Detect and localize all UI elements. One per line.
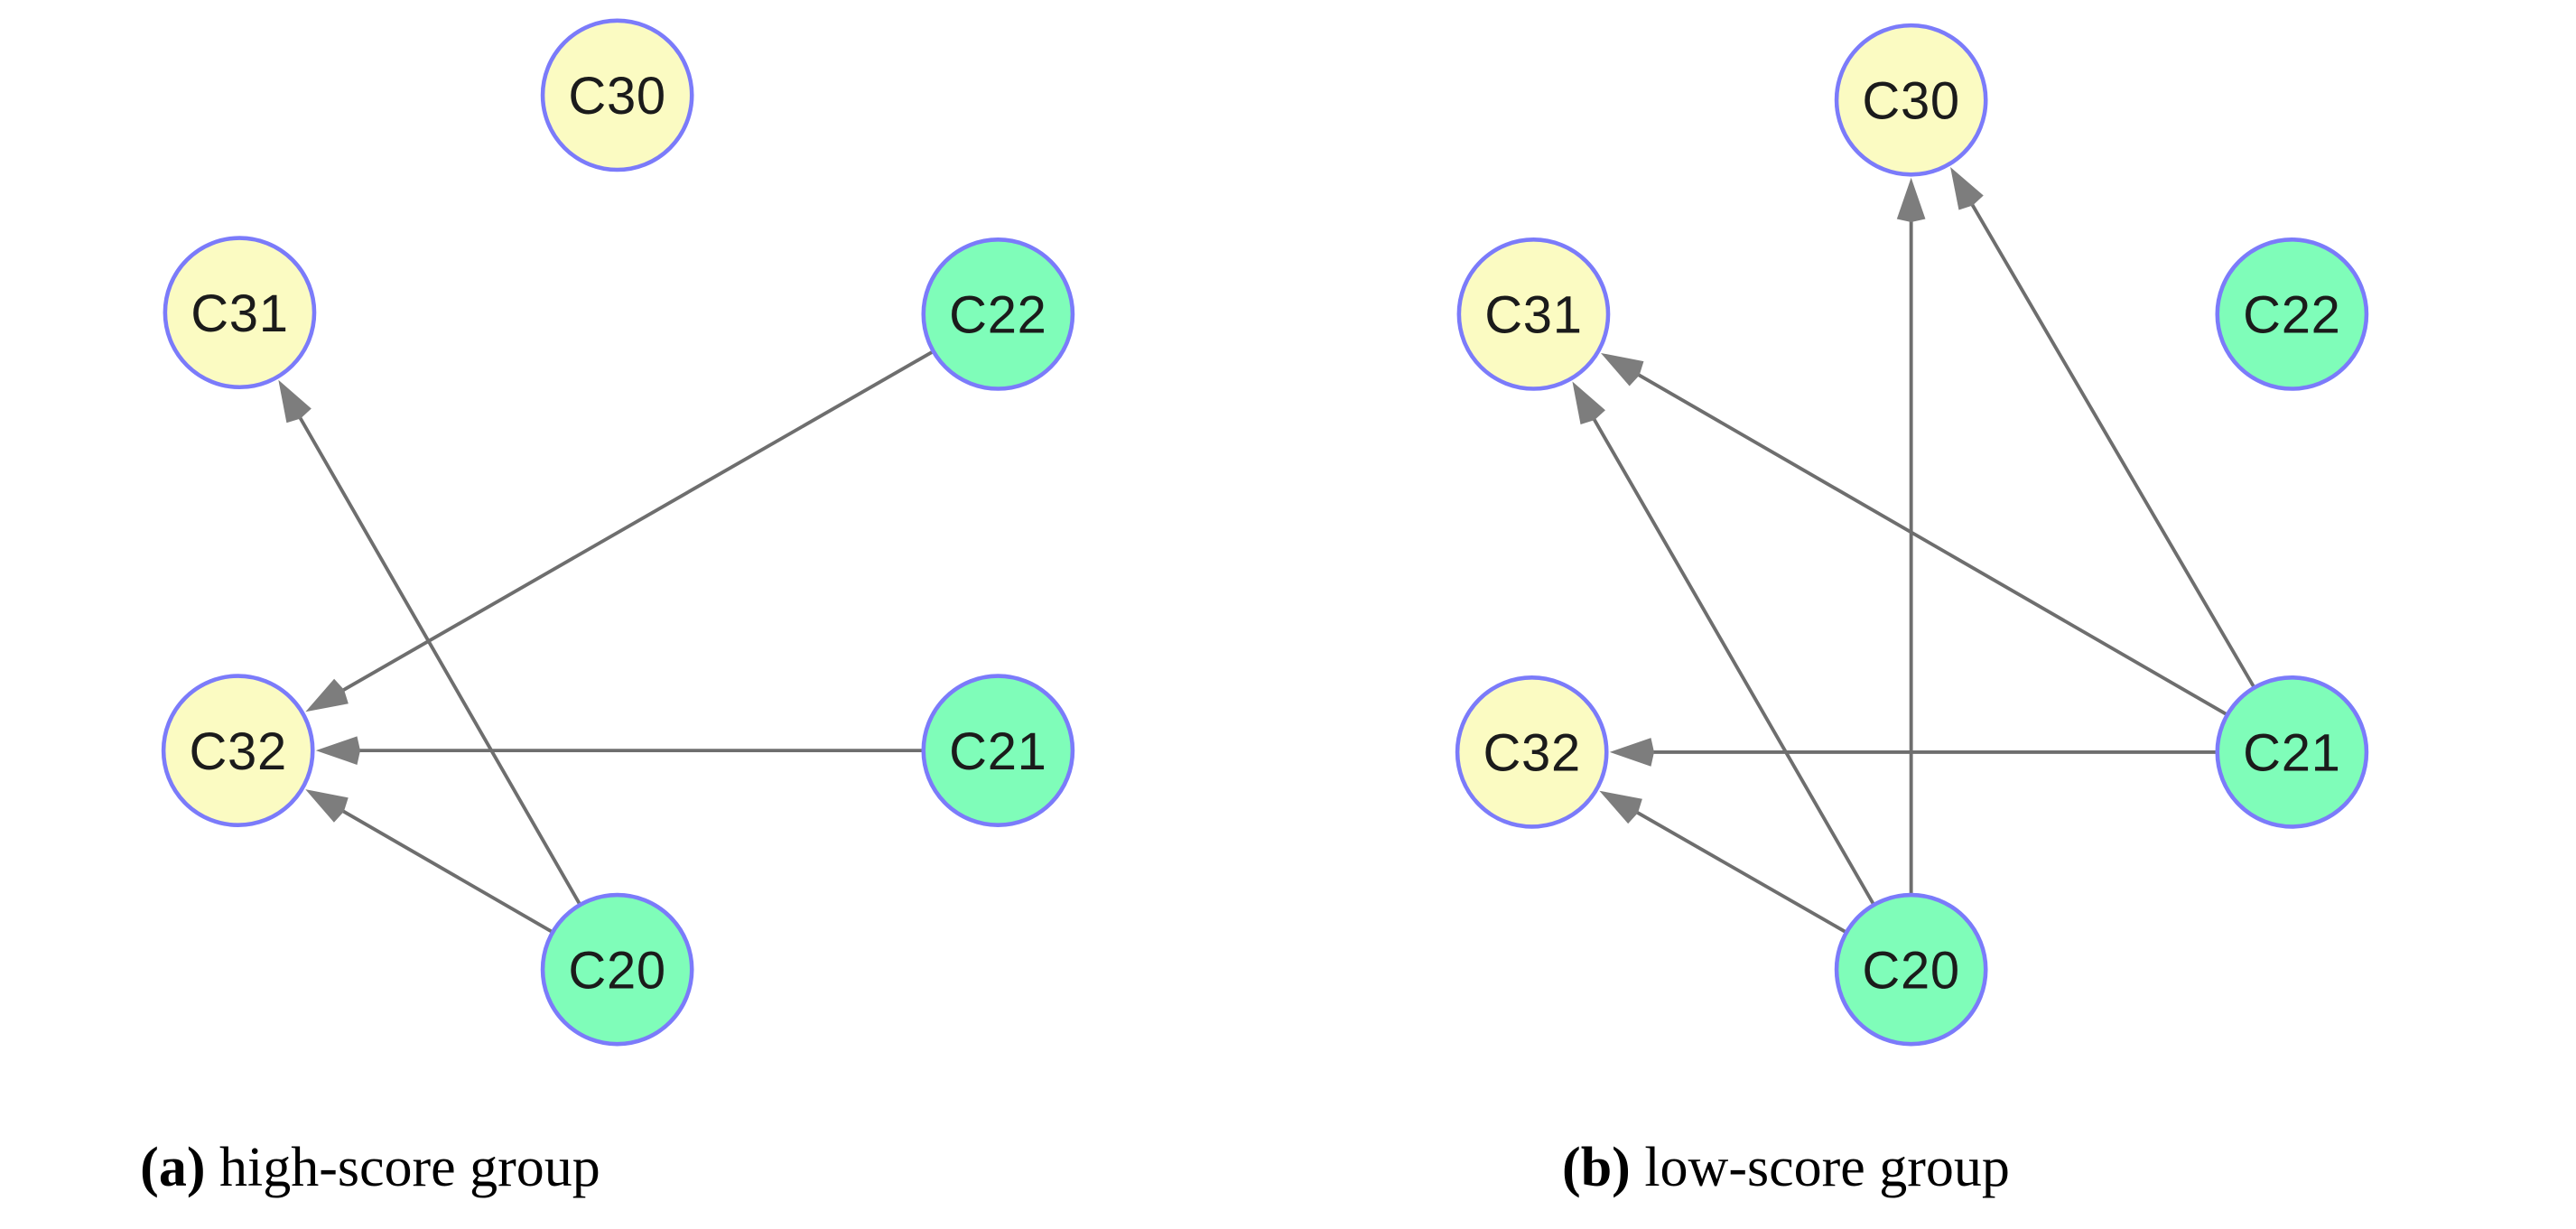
node-c22[interactable]: C22 bbox=[921, 237, 1075, 391]
arrowhead-icon bbox=[305, 678, 349, 712]
node-label-c31: C31 bbox=[1484, 287, 1582, 345]
arrowhead-icon bbox=[315, 736, 360, 765]
edge-c21-to-c32 bbox=[1609, 738, 2217, 767]
caption-space-b bbox=[1631, 1137, 1645, 1198]
edge-c20-to-c31 bbox=[1572, 381, 1875, 905]
node-label-c21: C21 bbox=[2243, 725, 2340, 783]
node-circle-c32[interactable] bbox=[1455, 675, 1609, 829]
node-label-c22: C22 bbox=[2243, 287, 2340, 345]
node-label-c20: C20 bbox=[568, 942, 665, 1000]
node-c31[interactable]: C31 bbox=[163, 236, 317, 390]
node-circle-c21[interactable] bbox=[921, 674, 1075, 827]
node-label-c20: C20 bbox=[1862, 942, 1959, 1000]
node-circle-c31[interactable] bbox=[163, 236, 317, 390]
node-label-c22: C22 bbox=[949, 287, 1046, 345]
node-c20[interactable]: C20 bbox=[1834, 892, 1988, 1047]
node-c21[interactable]: C21 bbox=[921, 674, 1075, 827]
arrowhead-icon bbox=[1609, 738, 1654, 767]
node-c31[interactable]: C31 bbox=[1456, 237, 1611, 391]
node-c30[interactable]: C30 bbox=[540, 18, 694, 172]
edge-c21-to-c31 bbox=[1600, 352, 2227, 716]
arrowhead-icon bbox=[1599, 790, 1642, 824]
node-circle-c22[interactable] bbox=[921, 237, 1075, 391]
node-label-c30: C30 bbox=[1862, 72, 1959, 130]
node-c32[interactable]: C32 bbox=[1455, 675, 1609, 829]
arrowhead-icon bbox=[1572, 381, 1605, 425]
edge-c20-to-c30 bbox=[1896, 177, 1926, 894]
arrowhead-icon bbox=[1896, 177, 1926, 222]
edge-c21-to-c30 bbox=[1950, 167, 2255, 688]
edge-c20-to-c32 bbox=[305, 789, 553, 934]
edge-layer bbox=[278, 350, 934, 934]
edge-line bbox=[1635, 372, 2227, 716]
arrowhead-icon bbox=[1600, 352, 1644, 386]
edge-c21-to-c32 bbox=[315, 736, 923, 765]
arrowhead-icon bbox=[305, 789, 349, 823]
caption-panel-b: (b) low-score group bbox=[1294, 1118, 2576, 1217]
node-circle-c32[interactable] bbox=[161, 674, 315, 827]
edge-line bbox=[340, 350, 934, 694]
node-label-c31: C31 bbox=[191, 285, 288, 343]
edge-line bbox=[1591, 416, 1875, 905]
edge-layer bbox=[1572, 167, 2255, 934]
edge-line bbox=[1634, 809, 1846, 934]
node-circle-c20[interactable] bbox=[540, 892, 694, 1047]
edge-line bbox=[1969, 201, 2255, 688]
edge-line bbox=[339, 808, 553, 934]
node-circle-c21[interactable] bbox=[2215, 675, 2369, 829]
node-label-c21: C21 bbox=[949, 723, 1046, 781]
node-label-c32: C32 bbox=[1483, 725, 1580, 783]
node-c21[interactable]: C21 bbox=[2215, 675, 2369, 829]
caption-text-b: low-score group bbox=[1644, 1137, 2010, 1198]
node-circle-c31[interactable] bbox=[1456, 237, 1611, 391]
edge-line bbox=[297, 414, 581, 905]
node-c22[interactable]: C22 bbox=[2215, 237, 2369, 391]
node-c32[interactable]: C32 bbox=[161, 674, 315, 827]
caption-text-a: high-score group bbox=[219, 1137, 600, 1198]
edge-c20-to-c32 bbox=[1599, 790, 1846, 934]
node-circle-c30[interactable] bbox=[540, 18, 694, 172]
node-label-c32: C32 bbox=[189, 723, 286, 781]
caption-space-a bbox=[205, 1137, 219, 1198]
caption-marker-b: (b) bbox=[1562, 1137, 1631, 1198]
edge-c20-to-c31 bbox=[278, 379, 581, 905]
edge-c22-to-c32 bbox=[305, 350, 934, 712]
node-c30[interactable]: C30 bbox=[1834, 23, 1988, 177]
arrowhead-icon bbox=[1950, 167, 1984, 210]
node-circle-c22[interactable] bbox=[2215, 237, 2369, 391]
arrowhead-icon bbox=[278, 379, 312, 424]
node-label-c30: C30 bbox=[568, 68, 665, 126]
node-c20[interactable]: C20 bbox=[540, 892, 694, 1047]
node-circle-c20[interactable] bbox=[1834, 892, 1988, 1047]
caption-marker-a: (a) bbox=[140, 1137, 206, 1198]
node-circle-c30[interactable] bbox=[1834, 23, 1988, 177]
caption-panel-a: (a) high-score group bbox=[0, 1118, 1282, 1217]
